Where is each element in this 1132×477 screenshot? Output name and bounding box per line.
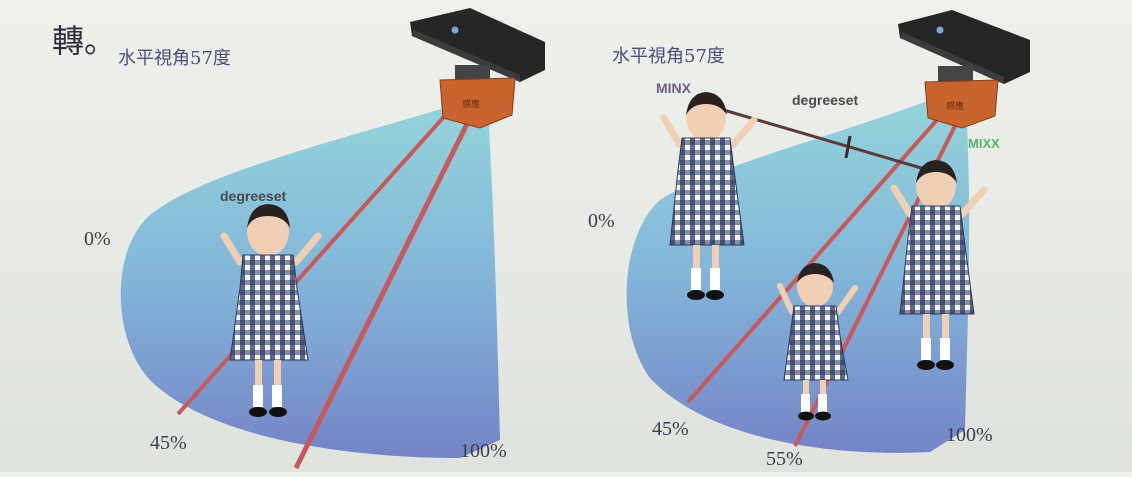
left-field-of-view [120, 105, 501, 458]
right-minx-label: MINX [656, 80, 691, 96]
left-laser-line-b [293, 116, 473, 470]
left-girl-figure [220, 204, 322, 417]
right-fov-label: 水平視角57度 [612, 46, 725, 67]
right-panel [626, 10, 1030, 453]
right-sensor-label: 感應 [946, 102, 965, 112]
right-degreeset-label: degreeset [792, 92, 859, 108]
header-partial-line: 轉。 [52, 22, 117, 60]
left-laser-line-a [176, 108, 452, 416]
right-percent-55: 55% [766, 448, 803, 470]
left-degreeset-label: degreeset [220, 188, 287, 204]
left-panel [120, 8, 545, 470]
right-girl-top-left [660, 92, 758, 300]
right-girl-bottom-middle [777, 263, 858, 421]
left-percent-45: 45% [150, 432, 187, 454]
left-sensor-block [439, 77, 516, 129]
right-percent-100: 100% [946, 424, 993, 446]
right-percent-45: 45% [652, 418, 689, 440]
right-laser-line-a [686, 110, 946, 404]
left-sensor-label: 感應 [462, 100, 481, 110]
right-girl-right [890, 160, 988, 370]
degreeset-tick [844, 135, 852, 159]
right-sensor-block [924, 79, 999, 129]
minx-maxx-range-line [709, 104, 929, 172]
left-percent-0: 0% [84, 228, 111, 250]
right-kinect-device [898, 10, 1030, 84]
right-percent-0: 0% [588, 210, 615, 232]
left-fov-label: 水平視角57度 [118, 48, 231, 69]
left-kinect-device [410, 8, 545, 82]
right-maxx-label: MIXX [968, 136, 1000, 151]
left-percent-100: 100% [460, 440, 507, 462]
